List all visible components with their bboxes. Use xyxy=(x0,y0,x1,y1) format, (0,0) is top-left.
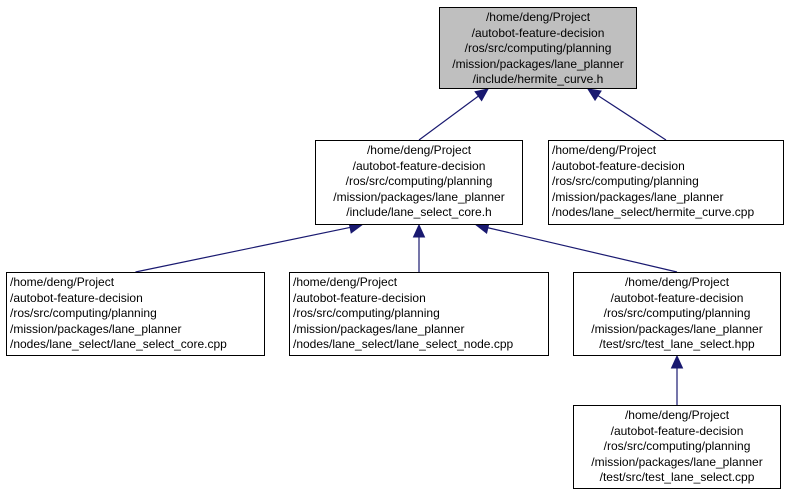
node-line: /mission/packages/lane_planner xyxy=(333,189,505,204)
edge-line xyxy=(135,226,351,273)
node-line: /home/deng/Project xyxy=(485,10,591,24)
edge-line xyxy=(487,227,678,273)
node-line: /autobot-feature-decision xyxy=(471,25,605,40)
node-line: /ros/src/computing/planning xyxy=(603,439,751,454)
node-hermite-curve-cpp[interactable]: /home/deng/Project /autobot-feature-deci… xyxy=(548,140,784,225)
node-line: /mission/packages/lane_planner xyxy=(591,321,763,336)
node-test-lane-select-cpp[interactable]: /home/deng/Project /autobot-feature-deci… xyxy=(573,405,781,489)
node-lane-select-node-cpp[interactable]: /home/deng/Project /autobot-feature-deci… xyxy=(289,272,549,356)
node-line: /ros/src/computing/planning xyxy=(345,174,493,189)
node-line: /home/deng/Project xyxy=(552,143,657,157)
node-line: /autobot-feature-decision xyxy=(552,158,685,173)
node-line: /autobot-feature-decision xyxy=(10,290,143,305)
node-lane-select-core-cpp[interactable]: /home/deng/Project /autobot-feature-deci… xyxy=(6,272,265,356)
node-line: /test/src/test_lane_select.cpp xyxy=(599,470,755,485)
edge-line xyxy=(418,95,479,141)
node-hermite-curve-h[interactable]: /home/deng/Project /autobot-feature-deci… xyxy=(439,7,637,89)
node-line: /home/deng/Project xyxy=(624,408,730,422)
node-line: /mission/packages/lane_planner xyxy=(552,189,724,204)
node-test-lane-select-hpp[interactable]: /home/deng/Project /autobot-feature-deci… xyxy=(573,272,781,356)
node-line: /include/lane_select_core.h xyxy=(346,205,492,220)
node-line: /ros/src/computing/planning xyxy=(464,41,612,56)
edge-line xyxy=(597,95,667,141)
arrowhead-icon xyxy=(670,354,684,369)
node-line: /test/src/test_lane_select.hpp xyxy=(599,337,755,352)
node-line: /ros/src/computing/planning xyxy=(552,174,699,189)
node-line: /home/deng/Project xyxy=(293,275,398,289)
arrowhead-icon xyxy=(474,88,489,102)
node-lane-select-core-h[interactable]: /home/deng/Project /autobot-feature-deci… xyxy=(315,140,523,225)
node-line: /mission/packages/lane_planner xyxy=(591,454,763,469)
node-line: /ros/src/computing/planning xyxy=(603,306,751,321)
node-line: /autobot-feature-decision xyxy=(610,290,744,305)
node-line: /mission/packages/lane_planner xyxy=(452,56,624,71)
node-line: /home/deng/Project xyxy=(10,275,115,289)
node-line: /ros/src/computing/planning xyxy=(293,306,440,321)
arrowhead-icon xyxy=(412,223,426,238)
node-line: /mission/packages/lane_planner xyxy=(293,321,465,336)
node-line: /autobot-feature-decision xyxy=(293,290,426,305)
node-line: /home/deng/Project xyxy=(366,143,472,157)
arrowhead-icon xyxy=(586,88,602,102)
node-line: /autobot-feature-decision xyxy=(352,158,486,173)
node-line: /nodes/lane_select/lane_select_core.cpp xyxy=(10,337,227,352)
node-line: /nodes/lane_select/hermite_curve.cpp xyxy=(552,205,755,220)
node-line: /autobot-feature-decision xyxy=(610,423,744,438)
node-line: /nodes/lane_select/lane_select_node.cpp xyxy=(293,337,514,352)
node-line: /ros/src/computing/planning xyxy=(10,306,157,321)
node-line: /include/hermite_curve.h xyxy=(472,72,604,87)
node-line: /mission/packages/lane_planner xyxy=(10,321,182,336)
node-line: /home/deng/Project xyxy=(624,275,730,289)
